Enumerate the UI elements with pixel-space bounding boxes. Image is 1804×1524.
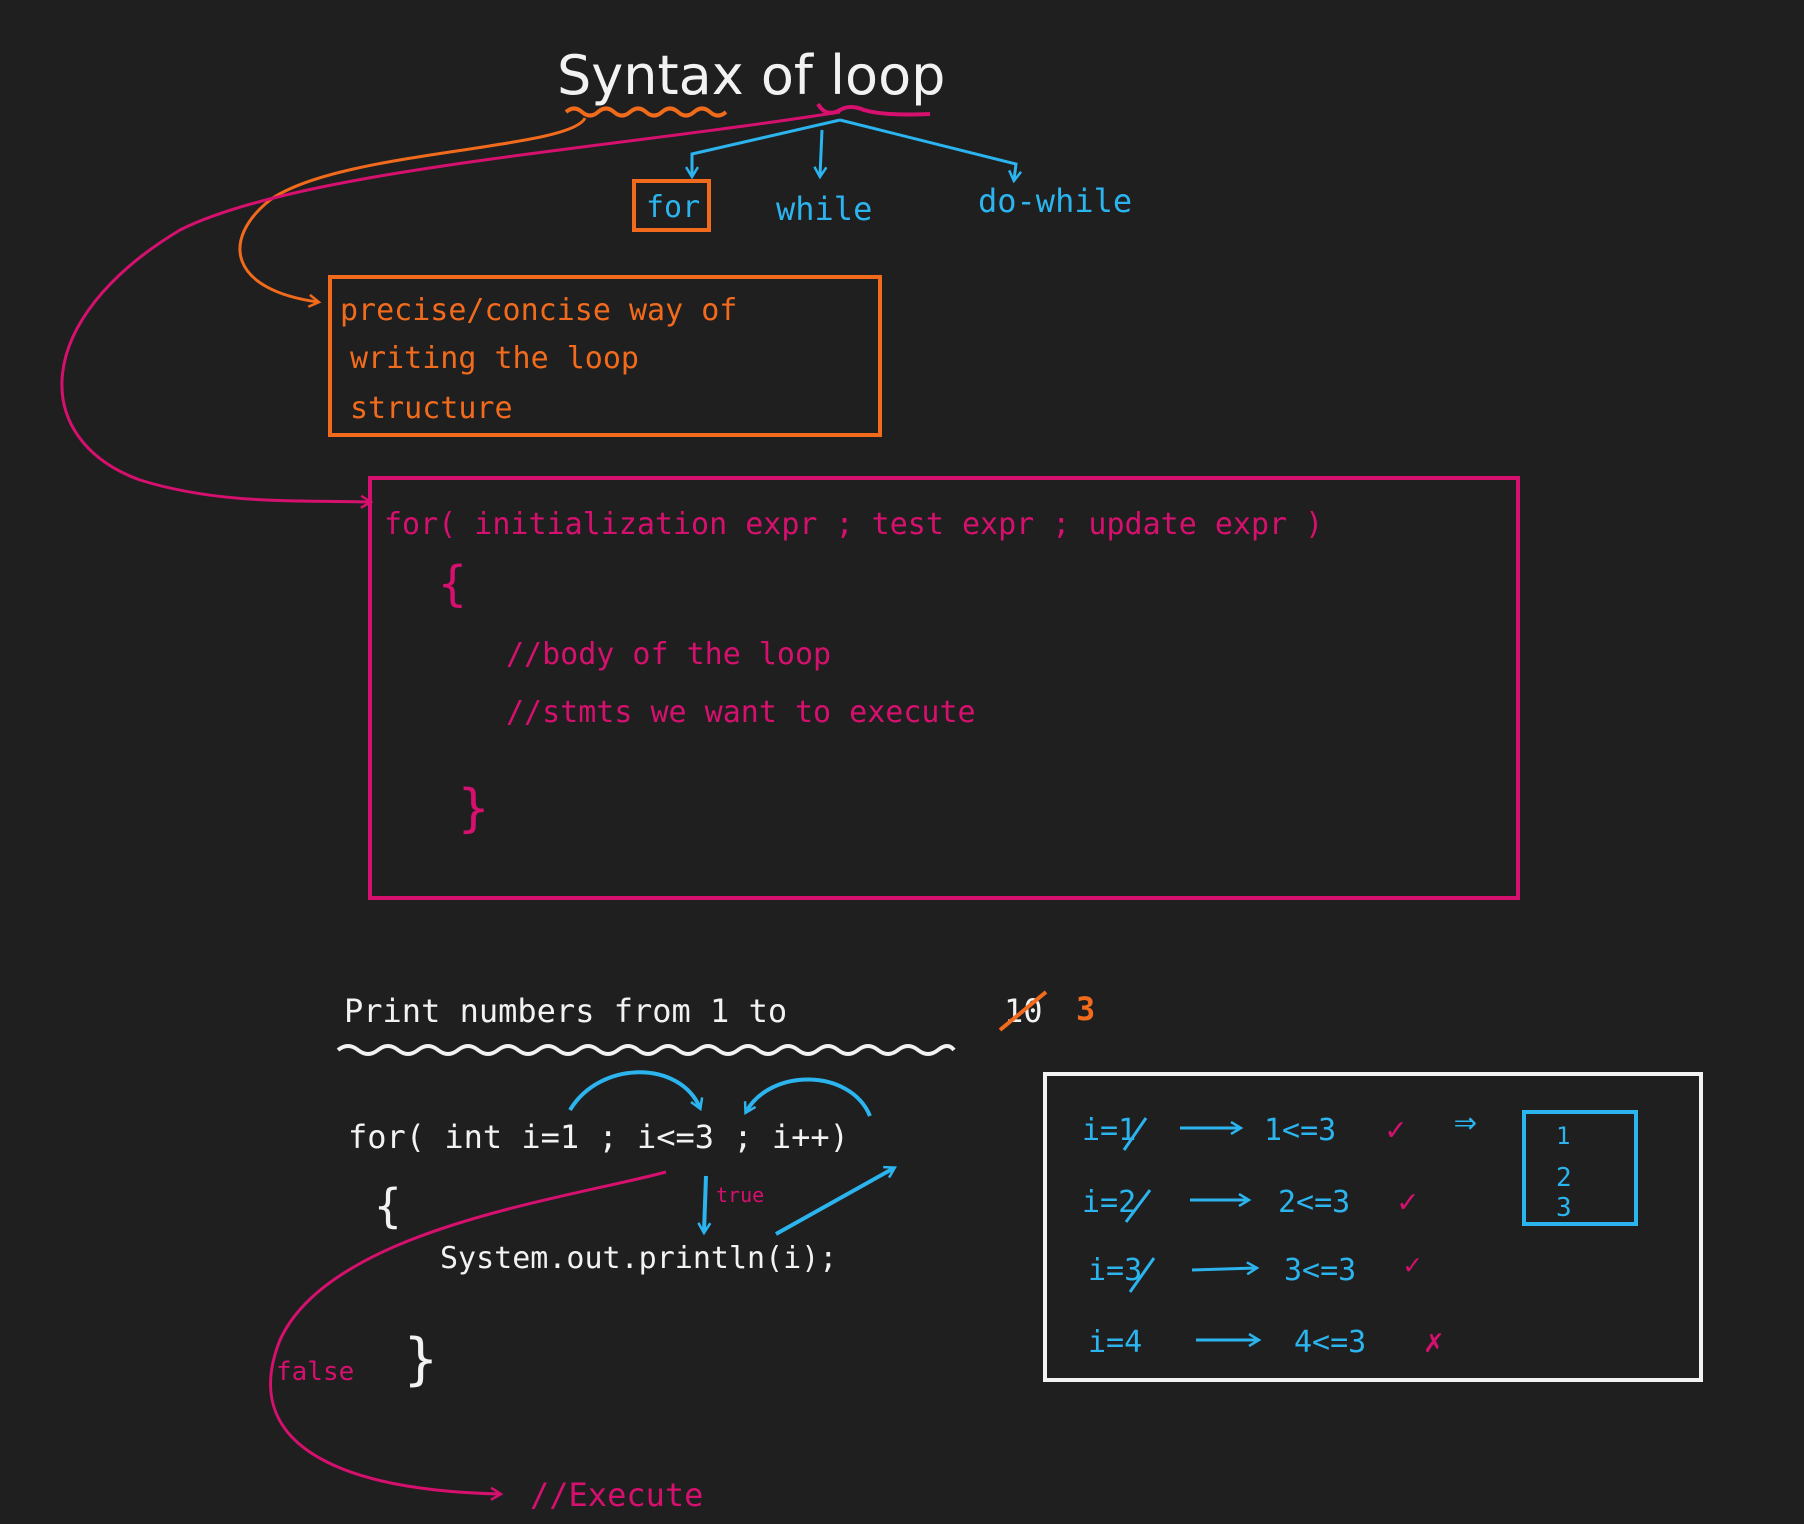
arrow-to-syntax	[60, 110, 841, 502]
trace-row-2-lhs: i=2	[1082, 1185, 1136, 1220]
arrow-update-to-test	[746, 1077, 872, 1117]
arrow-to-for	[692, 118, 841, 176]
for-highlight-box	[632, 179, 711, 232]
arrow-body-to-update	[775, 1168, 894, 1236]
false-label: false	[276, 1357, 354, 1387]
trace-row: i=1 1<=3 ✓	[1082, 1110, 1405, 1151]
trace-row-1-mark: ✓	[1386, 1110, 1405, 1148]
after-loop-comment: //Execute	[530, 1476, 703, 1514]
syntax-comment-body: //body of the loop	[506, 637, 831, 672]
trace-row-4-condition: 4<=3	[1294, 1325, 1366, 1360]
trace-row-3-arrow	[1191, 1268, 1256, 1270]
trace-row: i=2 2<=3 ✓	[1082, 1182, 1417, 1223]
strike-mark	[1122, 1117, 1148, 1151]
title-underline-syntax	[564, 106, 728, 118]
example-open-brace: {	[374, 1179, 402, 1233]
trace-row: i=3 3<=3 ✓	[1088, 1248, 1421, 1293]
output-line-3: 3	[1556, 1193, 1572, 1223]
trace-row-3-condition: 3<=3	[1284, 1253, 1356, 1288]
loop-type-while: while	[776, 190, 872, 228]
trace-row-4-mark: ✗	[1424, 1322, 1443, 1360]
trace-row: i=4 4<=3 ✗	[1088, 1322, 1443, 1360]
trace-row-2-condition: 2<=3	[1278, 1185, 1350, 1220]
loop-type-do-while: do-while	[978, 182, 1132, 220]
arrow-test-true-to-body	[704, 1175, 706, 1232]
strike-mark	[1128, 1257, 1156, 1293]
syntax-box	[368, 476, 1520, 900]
output-line-1: 1	[1556, 1122, 1570, 1150]
syntax-open-brace: {	[438, 556, 467, 612]
trace-row-1-condition: 1<=3	[1264, 1113, 1336, 1148]
trace-row-2-mark: ✓	[1398, 1182, 1417, 1220]
arrow-test-false-to-exit	[269, 1170, 667, 1494]
trace-box	[1043, 1072, 1703, 1382]
example-heading-new-value: 3	[1076, 990, 1095, 1028]
trace-row-1-lhs: i=1	[1082, 1113, 1136, 1148]
loop-type-for: for	[646, 190, 700, 225]
definition-line-1: precise/concise way of	[340, 293, 737, 328]
definition-box	[328, 275, 882, 437]
example-heading: Print numbers from 1 to 10 3	[336, 990, 1095, 1056]
arrow-to-do-while	[839, 118, 1016, 180]
output-line-2: 2	[1556, 1163, 1572, 1193]
definition-line-3: structure	[350, 391, 513, 426]
title: Syntax of loop	[557, 44, 945, 107]
example-close-brace: }	[404, 1327, 438, 1392]
example-heading-underline	[336, 1044, 956, 1056]
implies-arrow: ⇒	[1454, 1099, 1477, 1143]
syntax-close-brace: }	[458, 779, 489, 839]
strike-mark	[1124, 1189, 1152, 1223]
arrow-to-while	[820, 129, 822, 176]
trace-row-3-lhs: i=3	[1088, 1253, 1142, 1288]
syntax-comment-stmts: //stmts we want to execute	[506, 695, 976, 730]
output-box	[1522, 1110, 1638, 1226]
arrow-to-definition	[238, 117, 587, 302]
syntax-header: for( initialization expr ; test expr ; u…	[384, 507, 1323, 542]
example-for-statement: for( int i=1 ; i<=3 ; i++)	[348, 1118, 849, 1156]
true-label: true	[716, 1183, 764, 1207]
example-print-statement: System.out.println(i);	[440, 1241, 837, 1276]
trace-row-3-mark: ✓	[1404, 1248, 1421, 1281]
strike-through-mark	[998, 990, 1048, 1032]
arrow-init-to-test	[568, 1070, 700, 1110]
trace-row-4-lhs: i=4	[1088, 1325, 1142, 1360]
example-heading-text: Print numbers from 1 to	[344, 992, 787, 1030]
definition-line-2: writing the loop	[350, 341, 639, 376]
